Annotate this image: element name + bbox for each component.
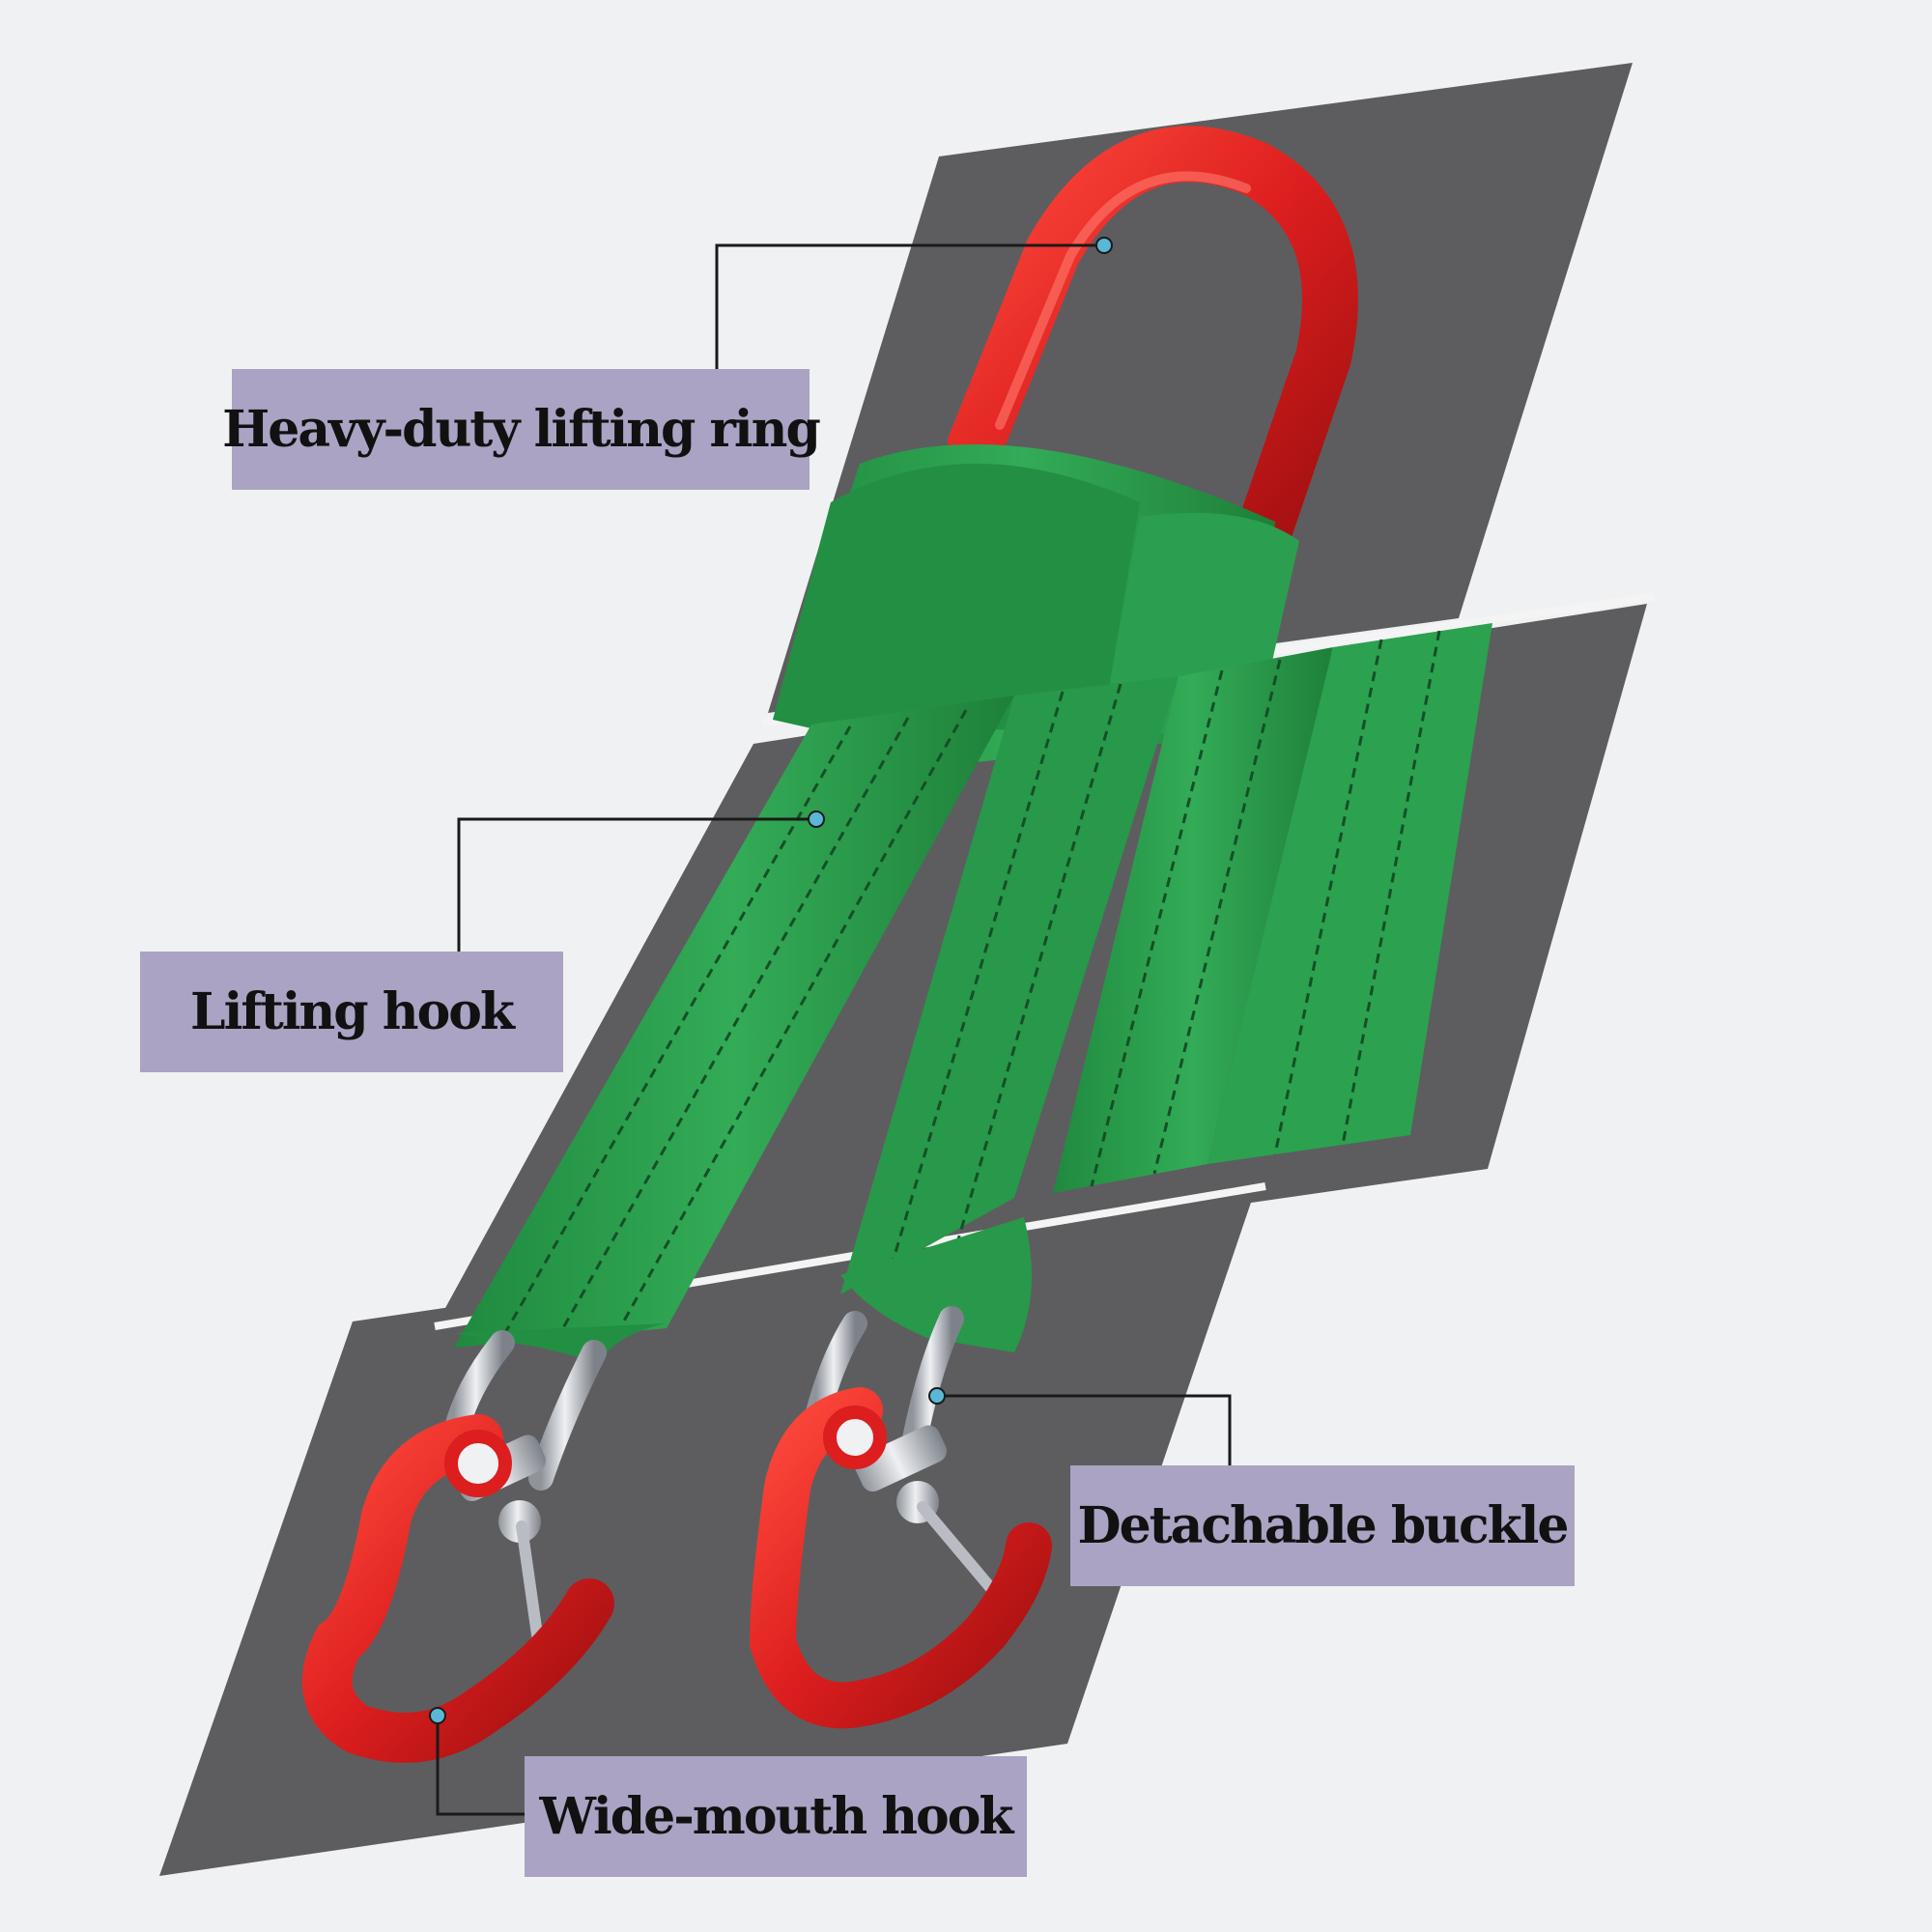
lifting-ring-icon bbox=[948, 126, 1358, 569]
label-text: Heavy-duty lifting ring bbox=[222, 400, 821, 459]
heavy-duty-lifting-ring-label: Heavy-duty lifting ring bbox=[222, 369, 821, 490]
callout-line-ring bbox=[715, 237, 1113, 369]
label-text: Lifting hook bbox=[190, 982, 515, 1041]
wide-mouth-hook-icon-right bbox=[749, 1387, 1052, 1729]
label-text: Detachable buckle bbox=[1077, 1496, 1569, 1555]
detachable-buckle-label: Detachable buckle bbox=[1070, 1465, 1575, 1586]
label-text: Wide-mouth hook bbox=[539, 1787, 1014, 1846]
lifting-hook-label: Lifting hook bbox=[140, 952, 563, 1072]
wide-mouth-hook-label: Wide-mouth hook bbox=[525, 1756, 1027, 1877]
strap-leg-2 bbox=[840, 676, 1179, 1294]
callout-line-buckle bbox=[928, 1387, 1232, 1465]
strap-end-right bbox=[840, 1217, 1032, 1352]
callout-line-lift bbox=[457, 810, 825, 952]
callout-dot-ring bbox=[1095, 237, 1113, 254]
callout-dot-wide bbox=[429, 1707, 446, 1724]
strap-leg-4 bbox=[1208, 623, 1492, 1164]
callout-line-wide bbox=[429, 1707, 525, 1816]
strap-leg-1 bbox=[454, 696, 1014, 1348]
wide-mouth-hook-icon-left bbox=[301, 1414, 614, 1763]
bottom-panel bbox=[159, 1188, 1256, 1876]
callout-dot-lift bbox=[808, 810, 825, 828]
strap-leg-3 bbox=[1053, 647, 1333, 1193]
callout-dot-buckle bbox=[928, 1387, 946, 1405]
